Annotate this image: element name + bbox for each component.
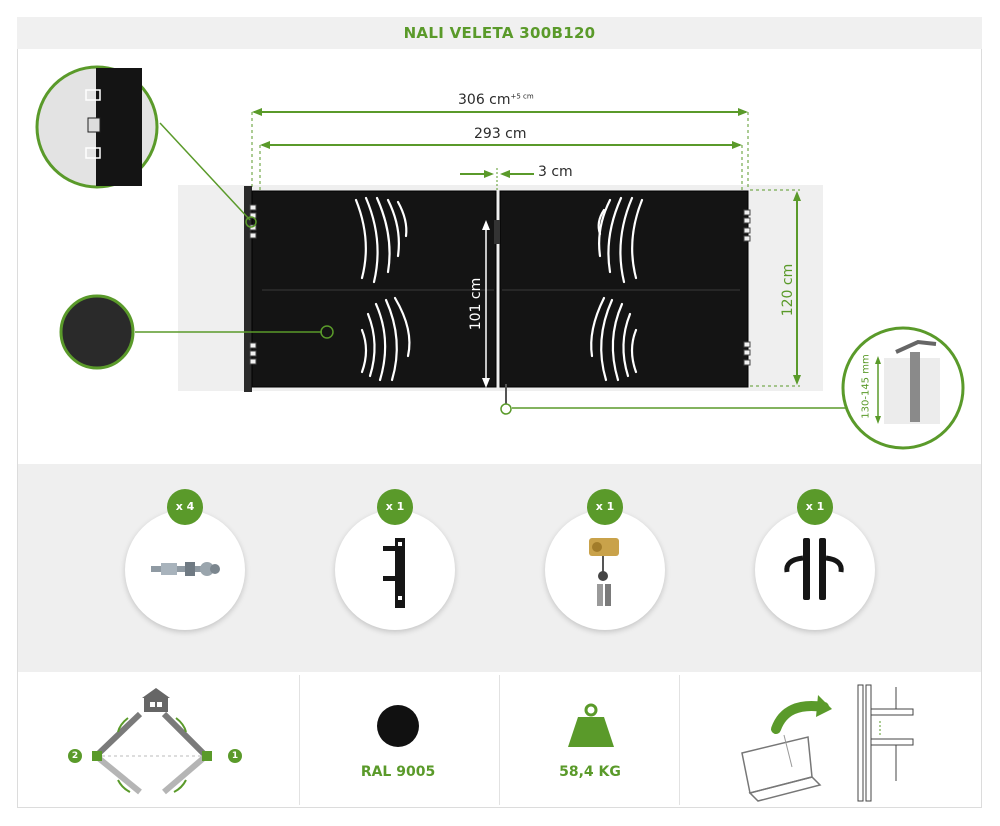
latch bbox=[494, 220, 500, 244]
accessory-latch bbox=[335, 510, 455, 630]
accessory-count-badge: x 4 bbox=[167, 489, 203, 525]
latch-icon bbox=[383, 538, 405, 608]
lock-cylinder-icon bbox=[589, 538, 619, 606]
total-width-tolerance: +5 cm bbox=[510, 92, 534, 101]
bolt-depth-label: 130-145 mm bbox=[860, 354, 872, 419]
gate-height-label: 120 cm bbox=[780, 263, 796, 317]
accessory-count-badge: x 1 bbox=[587, 489, 623, 525]
post-height-label: 101 cm bbox=[468, 277, 484, 331]
gap-label: 3 cm bbox=[538, 164, 573, 180]
handles-icon bbox=[784, 538, 844, 600]
accessory-lock-cylinder bbox=[545, 510, 665, 630]
divider bbox=[299, 675, 300, 805]
anchor-bolt-icon bbox=[151, 562, 220, 576]
total-width-value: 306 cm bbox=[458, 92, 511, 108]
opening-marker-right: 1 bbox=[228, 749, 242, 763]
packaging-assembly-illustration bbox=[741, 684, 914, 802]
color-label: RAL 9005 bbox=[360, 764, 436, 780]
leaf-width-label: 293 cm bbox=[474, 126, 527, 142]
weight-label: 58,4 KG bbox=[559, 764, 621, 780]
left-post bbox=[244, 186, 252, 392]
accessory-handles bbox=[755, 510, 875, 630]
right-leaf-pattern bbox=[590, 196, 644, 382]
hinges bbox=[249, 204, 751, 366]
gate-drawing bbox=[35, 65, 965, 450]
divider bbox=[499, 675, 500, 805]
hinge-callout-line bbox=[159, 122, 251, 221]
weight-icon bbox=[568, 703, 614, 747]
divider bbox=[679, 675, 680, 805]
color-swatch-icon bbox=[377, 705, 419, 747]
accessory-anchor-bolts bbox=[125, 510, 245, 630]
total-width-label: 306 cm+5 cm bbox=[458, 92, 534, 108]
accessory-count-badge: x 1 bbox=[377, 489, 413, 525]
opening-marker-left: 2 bbox=[68, 749, 82, 763]
accessory-count-badge: x 1 bbox=[797, 489, 833, 525]
hinge-detail bbox=[35, 65, 159, 189]
left-leaf-pattern bbox=[354, 196, 411, 382]
product-title: NALI VELETA 300B120 bbox=[17, 17, 982, 49]
color-detail-swatch bbox=[59, 294, 135, 370]
house-icon bbox=[142, 688, 170, 712]
bolt-detail bbox=[841, 326, 965, 450]
opening-direction-diagram bbox=[92, 688, 212, 795]
